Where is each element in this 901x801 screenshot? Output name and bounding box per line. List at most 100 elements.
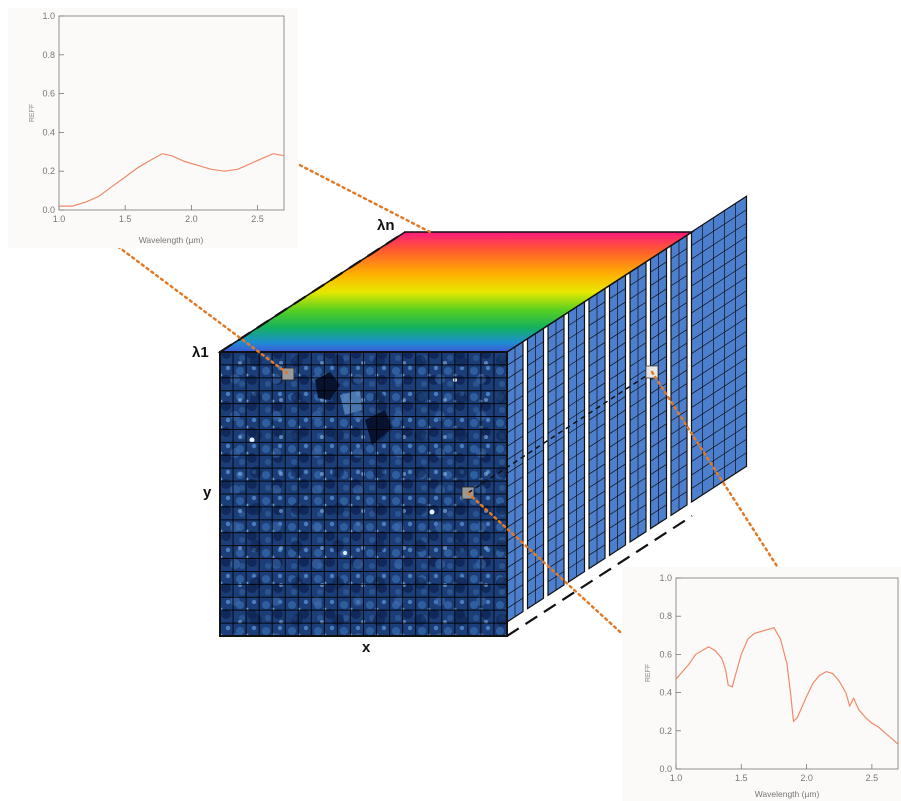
band-grid-line (670, 477, 688, 489)
band-grid-line (629, 369, 647, 381)
band-grid-line (568, 517, 585, 529)
band-grid-line (609, 423, 626, 435)
band-grid-line (527, 462, 544, 474)
x-tick-label: 1.5 (119, 214, 132, 224)
band-grid-line (629, 328, 647, 340)
band-grid-line (506, 503, 524, 515)
band-grid-line (568, 368, 585, 380)
band-grid-line (650, 288, 667, 300)
band-grid-line (547, 328, 565, 340)
band-grid-line (588, 301, 606, 313)
band-grid-line (650, 274, 667, 286)
band-grid-line (527, 381, 544, 393)
y-tick-label: 0.0 (659, 764, 672, 774)
band-grid-line (670, 410, 688, 422)
band-grid-line (527, 530, 544, 542)
chart-2-ylabel: REFF (645, 664, 652, 682)
band-grid-line (588, 368, 606, 380)
chart-2-spectrum-line (675, 626, 899, 745)
band-grid-line (506, 530, 524, 542)
band-grid-line (588, 382, 606, 394)
selected-pixel-1 (281, 367, 295, 381)
band-grid-line (588, 463, 606, 475)
band-grid-line (547, 571, 565, 583)
band-grid-line (650, 369, 667, 381)
band-grid-line (650, 450, 667, 462)
y-tick-label: 0.6 (659, 649, 672, 659)
band-grid-line (588, 449, 606, 461)
band-grid-line (691, 438, 747, 476)
band-grid-line (609, 288, 626, 300)
band-grid-line (506, 543, 524, 555)
band-grid-line (691, 209, 747, 246)
x-tick-label: 1.5 (735, 773, 748, 783)
band-grid-line (650, 423, 667, 435)
band-grid-line (691, 425, 747, 462)
band-grid-line (547, 409, 565, 421)
band-grid-line (670, 261, 688, 273)
y-axis-label: y (203, 484, 212, 501)
band-grid-line (588, 436, 606, 448)
band-grid-line (691, 290, 747, 327)
band-grid-line (650, 342, 667, 354)
lambda-1-label: λ1 (192, 344, 209, 361)
band-grid-line (568, 328, 585, 340)
band-grid-line (527, 476, 544, 488)
band-grid-line (506, 368, 524, 380)
band-grid-line (650, 301, 667, 313)
chart-1-xlabel: Wavelength (µm) (139, 235, 204, 245)
bottom-edge-dashed (506, 515, 693, 637)
image-front-face (219, 351, 508, 637)
band-grid-line (670, 302, 688, 314)
band-grid-line (547, 517, 565, 529)
band-grid-line (629, 517, 647, 529)
band-grid-line (527, 368, 544, 380)
band-grid-line (670, 356, 688, 368)
band-grid-line (609, 355, 626, 367)
band-grid-line (506, 422, 524, 434)
band-grid-line (691, 384, 747, 422)
chart-1-spectrum-line (59, 153, 285, 207)
band-grid-line (547, 490, 565, 502)
band-grid-line (506, 570, 524, 582)
x-tick-label: 2.0 (185, 214, 198, 224)
band-grid-line (588, 328, 606, 340)
band-grid-line (650, 436, 667, 448)
band-grid-line (670, 437, 688, 449)
band-grid-line (629, 450, 647, 462)
band-grid-line (506, 476, 524, 488)
band-grid-line (670, 329, 688, 341)
band-grid-line (691, 303, 747, 341)
band-grid-line (547, 341, 565, 353)
band-grid-line (568, 463, 585, 475)
chart-1-frame (58, 15, 285, 211)
band-grid-line (670, 248, 688, 260)
band-grid-line (506, 435, 524, 447)
band-grid-line (568, 490, 585, 502)
band-grid-line (691, 330, 747, 368)
band-grid-line (527, 503, 544, 515)
chart-2-frame (675, 577, 899, 770)
band-grid-line (547, 382, 565, 394)
band-grid-line (650, 382, 667, 394)
band-grid-line (650, 504, 667, 516)
band-grid-line (547, 422, 565, 434)
x-axis-label: x (362, 639, 371, 656)
band-grid-line (588, 422, 606, 434)
band-grid-line (629, 315, 647, 327)
band-grid-line (527, 449, 544, 461)
pixel-depth-line (467, 371, 653, 494)
band-grid-line (609, 490, 626, 502)
band-grid-line (588, 517, 606, 529)
y-tick-label: 1.0 (42, 11, 55, 21)
chart-1-background (8, 8, 298, 248)
y-tick-label: 0.2 (42, 166, 55, 176)
band-grid-line (588, 314, 606, 326)
band-grid-line (609, 409, 626, 421)
band-grid-line (527, 422, 544, 434)
band-grid-line (691, 263, 747, 300)
band-grid-line (691, 371, 747, 408)
band-grid-line (670, 383, 688, 395)
band-grid-line (547, 436, 565, 448)
band-grid-line (609, 450, 626, 462)
